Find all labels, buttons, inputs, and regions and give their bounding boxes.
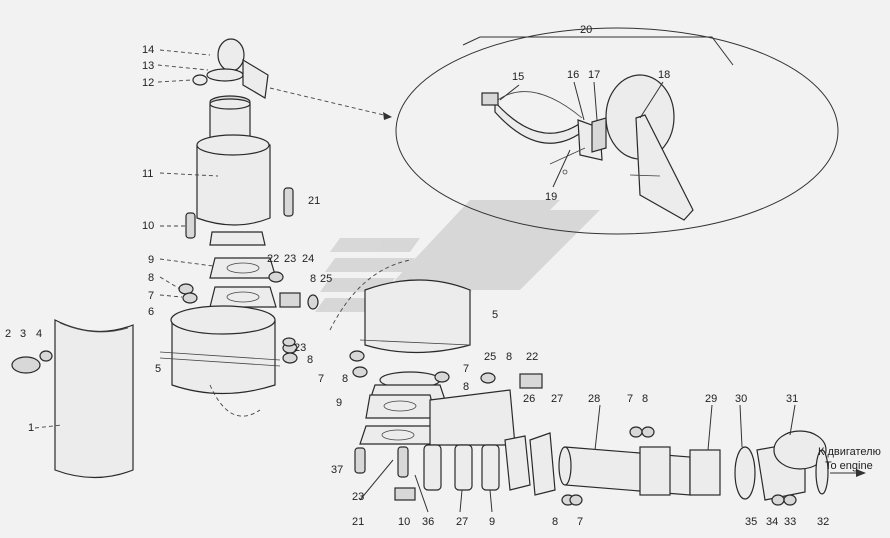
label-25b: 25 [484, 351, 496, 363]
label-36: 36 [422, 516, 434, 528]
label-26: 26 [523, 393, 535, 405]
ring-30 [734, 446, 756, 500]
label-17: 17 [588, 69, 600, 81]
label-8f: 8 [506, 351, 512, 363]
label-8c: 8 [307, 354, 313, 366]
detail-view-20 [395, 27, 839, 235]
label-33: 33 [784, 516, 796, 528]
label-35: 35 [745, 516, 757, 528]
label-16: 16 [567, 69, 579, 81]
label-7a: 7 [148, 290, 154, 302]
label-5b: 5 [492, 309, 498, 321]
label-7b: 7 [318, 373, 324, 385]
label-7d: 7 [627, 393, 633, 405]
label-19: 19 [545, 191, 557, 203]
engine-label-ru: К двигателю [818, 446, 881, 458]
label-23c: 23 [352, 491, 364, 503]
label-29: 29 [705, 393, 717, 405]
label-3: 3 [20, 328, 26, 340]
label-18: 18 [658, 69, 670, 81]
silencer-stack [159, 38, 319, 417]
label-12: 12 [142, 77, 154, 89]
label-4: 4 [36, 328, 42, 340]
label-37: 37 [331, 464, 343, 476]
label-7c: 7 [463, 363, 469, 375]
label-22b: 22 [526, 351, 538, 363]
label-11: 11 [142, 168, 153, 180]
label-20: 20 [580, 24, 592, 36]
label-7e: 7 [577, 516, 583, 528]
label-21a: 21 [308, 195, 320, 207]
label-8g: 8 [642, 393, 648, 405]
label-10a: 10 [142, 220, 154, 232]
label-1: 1 [28, 422, 34, 434]
label-24: 24 [302, 253, 314, 265]
label-13: 13 [142, 60, 154, 72]
label-31: 31 [786, 393, 798, 405]
label-15: 15 [512, 71, 524, 83]
label-23b: 23 [294, 342, 306, 354]
label-8e: 8 [463, 381, 469, 393]
engine-label-en: To engine [825, 460, 873, 472]
clamp-ear-left [481, 92, 499, 106]
label-27b: 27 [456, 516, 468, 528]
exhaust-pipe-28 [564, 446, 691, 496]
label-8h: 8 [552, 516, 558, 528]
label-6: 6 [148, 306, 154, 318]
label-9b: 9 [336, 397, 342, 409]
label-23a: 23 [284, 253, 296, 265]
label-30: 30 [735, 393, 747, 405]
shield-5-middle [329, 259, 543, 446]
label-28: 28 [588, 393, 600, 405]
label-32: 32 [817, 516, 829, 528]
label-9c: 9 [489, 516, 495, 528]
label-8d: 8 [342, 373, 348, 385]
clamp-32 [815, 449, 829, 495]
label-27a: 27 [551, 393, 563, 405]
pipe-assembly [354, 426, 866, 506]
cap-lever [635, 114, 694, 221]
label-9a: 9 [148, 254, 154, 266]
label-10b: 10 [398, 516, 410, 528]
label-21b: 21 [352, 516, 364, 528]
shield-panel-1 [11, 319, 134, 479]
label-5a: 5 [155, 363, 161, 375]
label-22a: 22 [267, 253, 279, 265]
label-34: 34 [766, 516, 778, 528]
label-8b: 8 [310, 273, 316, 285]
label-14: 14 [142, 44, 154, 56]
label-8a: 8 [148, 272, 154, 284]
part-labels: 1 2 3 4 5 5 6 7 7 7 7 7 8 8 8 8 8 8 8 8 … [5, 24, 881, 528]
label-25a: 25 [320, 273, 332, 285]
label-2: 2 [5, 328, 11, 340]
